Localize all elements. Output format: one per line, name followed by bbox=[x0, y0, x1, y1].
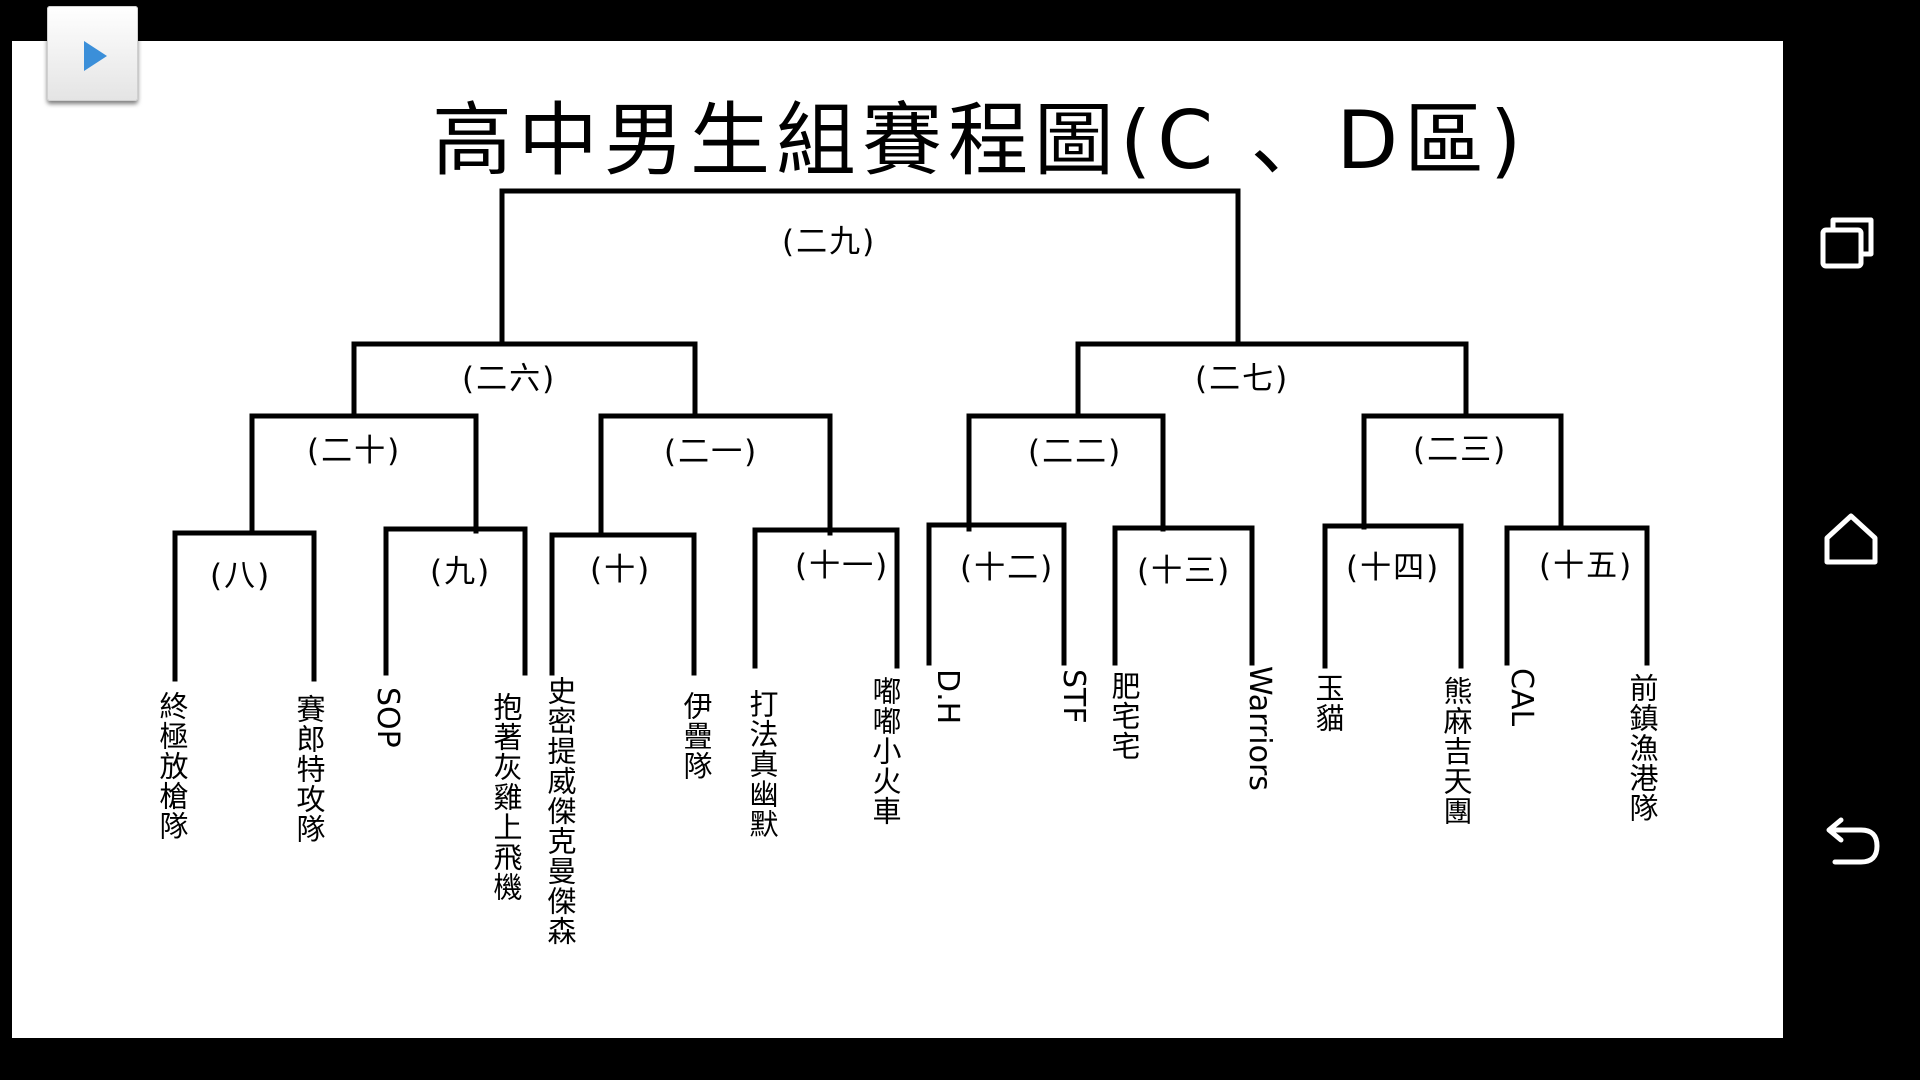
match-label-10: (十) bbox=[590, 552, 652, 588]
bracket-line-match-27 bbox=[1075, 341, 1469, 416]
match-label-27: (二七) bbox=[1195, 361, 1290, 397]
team-name: 打法真幽默 bbox=[745, 689, 779, 839]
match-label-22: (二二) bbox=[1028, 434, 1123, 470]
home-button[interactable] bbox=[1811, 500, 1891, 580]
back-icon bbox=[1826, 817, 1880, 865]
bracket-line-match-13 bbox=[1112, 525, 1255, 666]
bracket-line-match-10 bbox=[549, 532, 697, 676]
team-name: Warriors bbox=[1242, 666, 1277, 791]
match-label-8: (八) bbox=[210, 558, 272, 594]
bracket-line-match-11 bbox=[752, 527, 900, 669]
match-label-14: (十四) bbox=[1346, 550, 1441, 586]
bracket-line-match-8 bbox=[172, 530, 317, 682]
team-name: 賽郎特攻隊 bbox=[292, 694, 326, 844]
bracket-line-match-23 bbox=[1361, 413, 1564, 530]
match-label-26: (二六) bbox=[462, 361, 557, 397]
team-name: CAL bbox=[1504, 668, 1539, 727]
team-name: 前鎮漁港隊 bbox=[1625, 673, 1659, 823]
bracket-line-match-12 bbox=[926, 522, 1067, 666]
bracket-line-match-20 bbox=[249, 413, 479, 534]
match-label-11: (十一) bbox=[795, 548, 890, 584]
bracket-line-match-21 bbox=[598, 413, 833, 536]
match-label-13: (十三) bbox=[1137, 553, 1232, 589]
bracket-line-match-9 bbox=[383, 526, 528, 676]
team-name: D.H bbox=[930, 669, 965, 725]
match-label-12: (十二) bbox=[960, 550, 1055, 586]
bracket-line-match-14 bbox=[1322, 523, 1464, 669]
bracket-line-match-22 bbox=[966, 413, 1166, 532]
team-name: 肥宅宅 bbox=[1107, 671, 1141, 761]
match-label-23: (二三) bbox=[1413, 432, 1508, 468]
bracket-page: 高中男生組賽程圖(C 、D區) (二九) (二六) (二七) (二十) (二一)… bbox=[12, 41, 1783, 1038]
bracket-line-match-29 bbox=[499, 188, 1241, 344]
match-label-29: (二九) bbox=[782, 224, 877, 260]
page-title: 高中男生組賽程圖(C 、D區) bbox=[432, 94, 1528, 187]
home-icon bbox=[1824, 513, 1878, 565]
play-button[interactable] bbox=[47, 6, 138, 101]
play-icon bbox=[84, 41, 107, 71]
team-name: 熊麻吉天團 bbox=[1439, 676, 1473, 826]
match-label-9: (九) bbox=[430, 554, 492, 590]
back-button[interactable] bbox=[1811, 800, 1891, 880]
match-label-21: (二一) bbox=[664, 434, 759, 470]
bracket-line-match-26 bbox=[351, 341, 698, 416]
team-name: 嘟嘟小火車 bbox=[868, 676, 902, 826]
team-name: STF bbox=[1056, 669, 1091, 724]
bracket-line-match-15 bbox=[1504, 525, 1650, 666]
navigation-bar bbox=[1783, 0, 1920, 1080]
bracket-lines bbox=[172, 188, 1650, 682]
team-name: 史密提威傑克曼傑森 bbox=[543, 676, 577, 946]
team-name: 終極放槍隊 bbox=[155, 691, 189, 841]
match-label-15: (十五) bbox=[1539, 548, 1634, 584]
recent-apps-button[interactable] bbox=[1811, 202, 1891, 282]
match-label-20: (二十) bbox=[307, 433, 402, 469]
team-name: SOP bbox=[370, 687, 405, 748]
recent-apps-icon bbox=[1820, 217, 1874, 269]
team-name: 抱著灰雞上飛機 bbox=[489, 692, 523, 902]
team-name: 伊疊隊 bbox=[679, 691, 713, 781]
team-name: 玉貓 bbox=[1311, 673, 1345, 733]
